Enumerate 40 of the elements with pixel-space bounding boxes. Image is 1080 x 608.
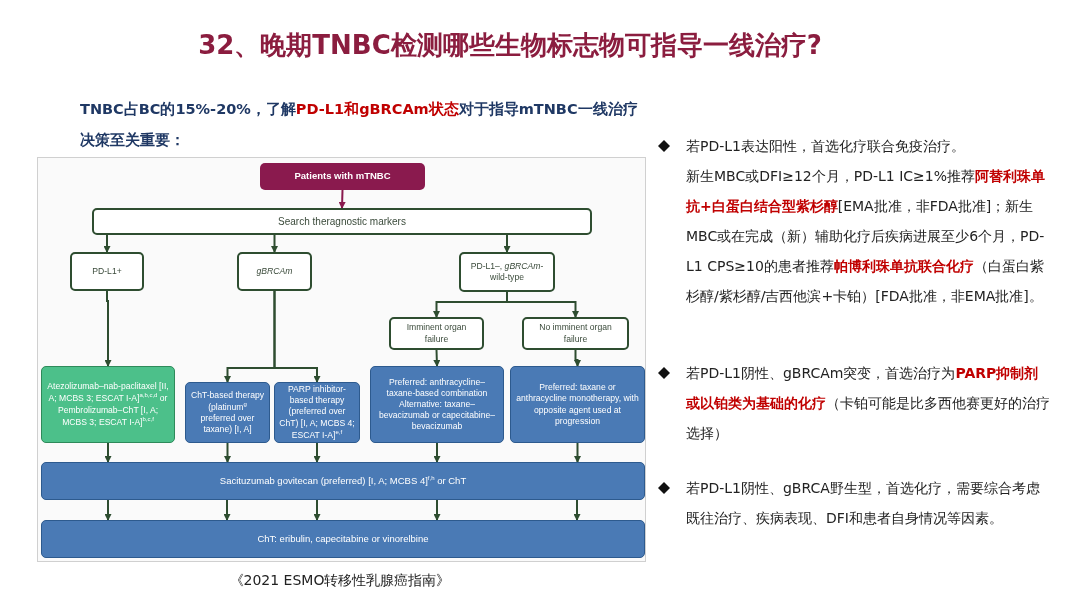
arrow [224, 442, 231, 463]
arrow [433, 349, 441, 367]
process-box: Search theragnostic markers [92, 208, 592, 235]
treatment-box: Sacituzumab govitecan (preferred) [I, A; MCBS 4]$^{f,h}$ or ChT [41, 462, 645, 500]
arrow [104, 499, 112, 521]
caption: 《2021 ESMO转移性乳腺癌指南》 [228, 572, 452, 590]
treatment-box: PARP inhibitor-based therapy (preferred over ChT) [I, A; MCBS 4; ESCAT I-A]$^{e,f}$ [274, 382, 360, 443]
arrow [271, 234, 278, 253]
arrow [433, 442, 441, 463]
bullet-text: 若PD-L1阴性、gBRCAm突变，首选治疗为PARP抑制剂或以铂类为基础的化疗（卡铂可能是比多西他赛更好的治疗选择） [686, 364, 1051, 443]
process-box: PD-L1–, gBRCAm-wild-type [459, 252, 555, 292]
arrow [103, 234, 111, 253]
arrow [573, 499, 581, 521]
treatment-box: Preferred: anthracycline–taxane-based combination Alternative: taxane–bevacizumab or capecitabine–bevacizumab [370, 366, 504, 443]
arrow [506, 291, 579, 318]
slide-title: 32、晚期TNBC检测哪些生物标志物可指导一线治疗? [197, 29, 823, 62]
arrow [503, 234, 511, 253]
arrow [273, 290, 321, 383]
arrow [313, 442, 321, 463]
arrow [433, 499, 441, 521]
arrow [313, 499, 321, 521]
paragraph: 新生MBC或DFI≥12个月，PD-L1 IC≥1%推荐阿替利珠单抗+白蛋白结合型紫杉醇[EMA批准，非FDA批准]；新生MBC或在完成（新）辅助化疗后疾病进展至少6个月，PD-L1 CPS≥10的患者推荐帕博利珠单抗联合化疗（白蛋白紫杉醇/紫杉醇/吉西他滨+卡铂）[FDA批准，非EMA批准]。 [686, 167, 1046, 306]
treatment-box: Preferred: taxane or anthracycline monotherapy, with opposite agent used at progression [510, 366, 645, 443]
treatment-box: Atezolizumab–nab-paclitaxel [II, A; MCBS 3; ESCAT I-A]$^{a,b,c,d}$ or Pembrolizumab–ChT [I, A; MCBS 3; ESCAT I-A]$^{b,c,f}$ [41, 366, 175, 443]
start-box: Patients with mTNBC [260, 163, 425, 190]
arrow [574, 442, 581, 463]
treatment-box: ChT: eribulin, capecitabine or vinorelbine [41, 520, 645, 558]
arrow [104, 290, 112, 367]
bullet-text: 若PD-L1阴性、gBRCA野生型，首选化疗，需要综合考虑既往治疗、疾病表现、DFI和患者自身情况等因素。 [686, 479, 1041, 528]
bullet-text: 若PD-L1表达阳性，首选化疗联合免疫治疗。 [686, 137, 966, 156]
process-box: No imminent organ failure [522, 317, 629, 350]
intro-text: TNBC占BC的15%-20%，了解PD-L1和gBRCAm状态对于指导mTNBC一线治疗决策至关重要： [80, 100, 639, 150]
arrow [223, 499, 231, 521]
arrow [338, 189, 346, 209]
arrow [104, 442, 112, 463]
process-box: Imminent organ failure [389, 317, 484, 350]
arrow [574, 349, 581, 367]
process-box: PD-L1+ [70, 252, 144, 291]
process-box: gBRCAm [237, 252, 312, 291]
treatment-box: ChT-based therapy (platinum$^{g}$ preferred over taxane) [I, A] [185, 382, 270, 443]
